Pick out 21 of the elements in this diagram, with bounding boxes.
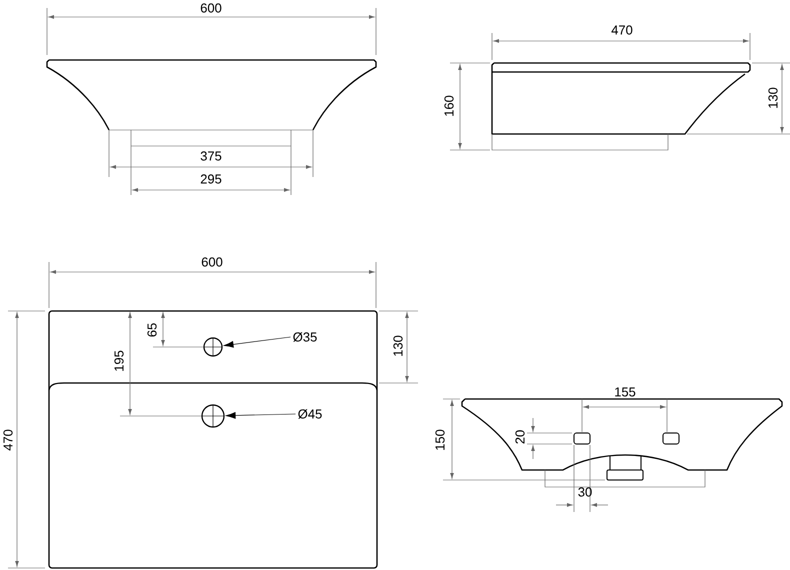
dimension-text: 195 — [114, 350, 124, 371]
dimension-text: 30 — [578, 487, 592, 497]
leader-line — [224, 336, 291, 348]
dimension-text: 470 — [612, 25, 632, 35]
dimension-text: 600 — [202, 257, 222, 267]
diameter-text: Ø35 — [293, 332, 317, 342]
dimension-text: 600 — [200, 3, 222, 13]
diameter-text: Ø45 — [298, 409, 322, 419]
dimension-text: 65 — [147, 323, 157, 337]
leader-line — [226, 412, 296, 419]
dimension-text: 375 — [200, 151, 222, 161]
hole-circle — [203, 337, 223, 357]
dimension-text: 295 — [200, 174, 222, 184]
dimension-text: 470 — [3, 430, 13, 450]
dimension-text: 130 — [393, 336, 403, 356]
dimension-text: 130 — [768, 88, 778, 108]
dimension-text: 20 — [515, 430, 525, 444]
hole-circle — [201, 404, 225, 428]
dimension-text: 160 — [444, 96, 454, 116]
dimension-text: 155 — [615, 387, 636, 396]
dimension-text: 150 — [435, 430, 445, 450]
